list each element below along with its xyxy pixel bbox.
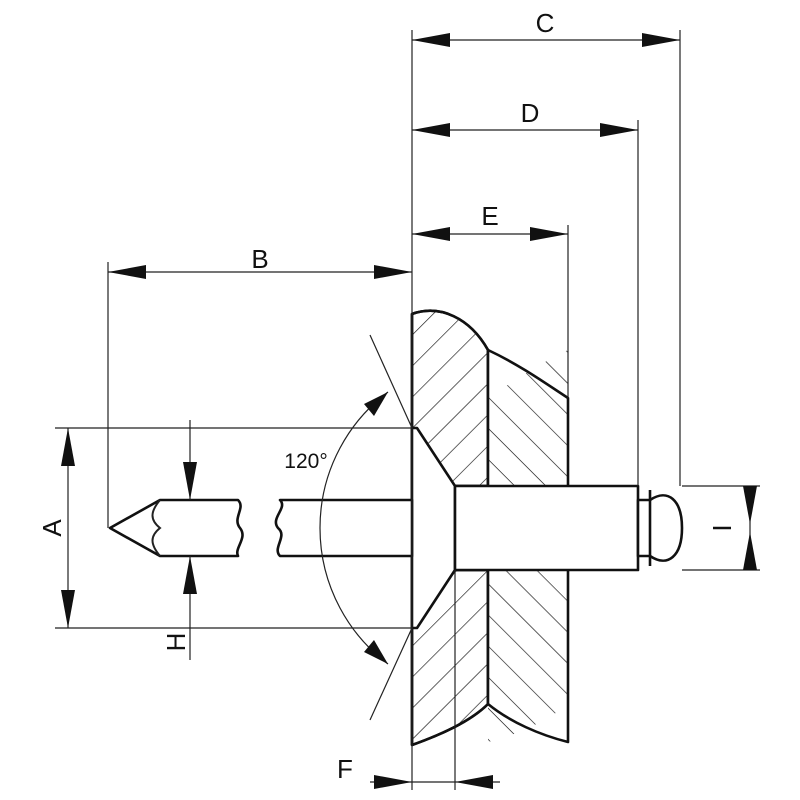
dimension-e: E (412, 201, 568, 241)
dimension-b: B (108, 244, 412, 279)
mandrel-shank (274, 498, 414, 558)
dimension-h: H (161, 462, 197, 651)
mandrel-tip (108, 498, 244, 558)
label-c: C (536, 8, 555, 38)
workpiece-plate-right (486, 348, 570, 744)
mandrel-head (636, 490, 684, 566)
dimension-a: A (37, 428, 75, 628)
label-d: D (521, 98, 540, 128)
angle-label: 120° (284, 450, 327, 473)
dimension-i: I (707, 486, 757, 570)
label-e: E (481, 201, 498, 231)
rivet-body (453, 484, 640, 572)
label-i: I (707, 524, 737, 531)
label-a: A (37, 519, 67, 537)
label-b: B (251, 244, 268, 274)
dimension-f: F (337, 754, 500, 789)
angle-dimension-120: 120° (284, 391, 389, 665)
label-h: H (161, 633, 191, 652)
extension-lines (55, 30, 760, 790)
dimension-c: C (412, 8, 680, 47)
label-f: F (337, 754, 353, 784)
dimension-d: D (412, 98, 638, 137)
